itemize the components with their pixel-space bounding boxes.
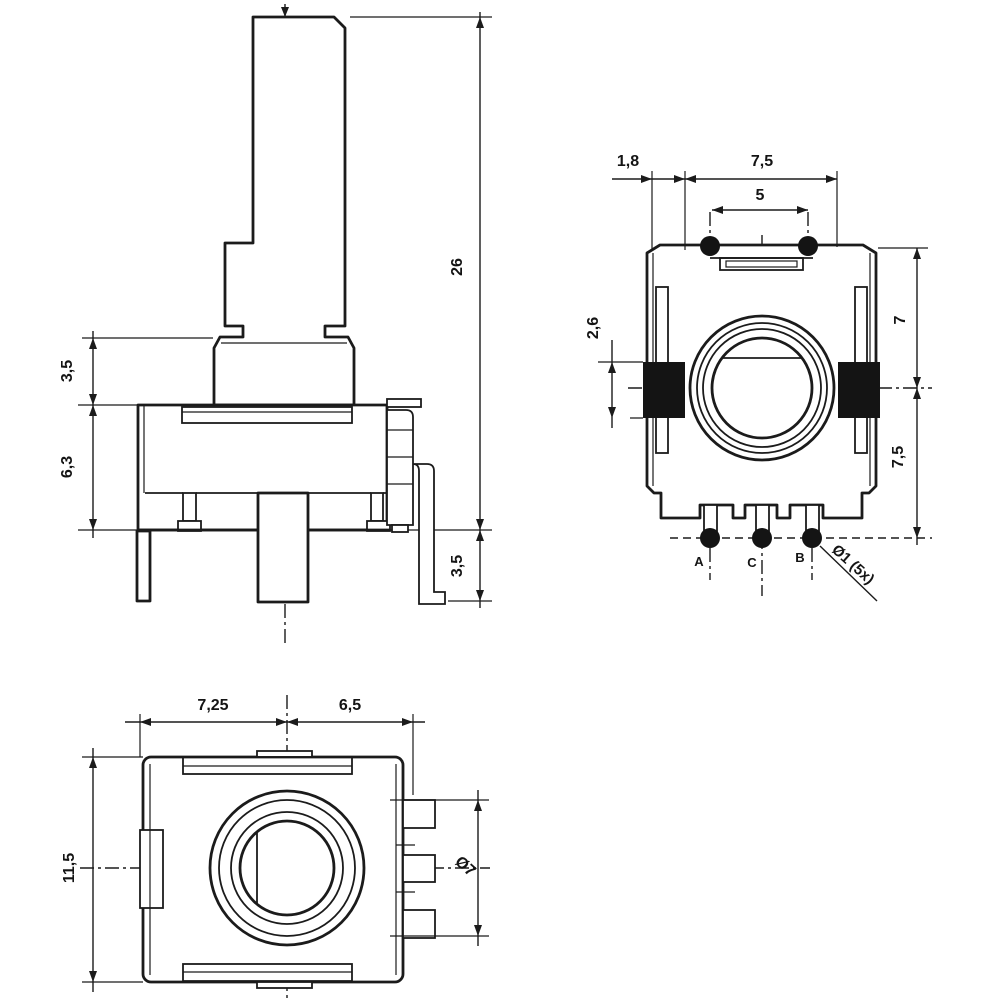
mount-pin-right <box>798 236 818 256</box>
recess-outer <box>719 257 804 271</box>
recess-inner <box>725 260 798 268</box>
mount-pin-left <box>700 236 720 256</box>
right-black-tab <box>838 362 880 418</box>
arrow <box>287 718 298 726</box>
arrow <box>712 206 723 214</box>
arrow <box>797 206 808 214</box>
left-leg <box>182 492 197 522</box>
dim-side-tab-height: 2,6 <box>585 317 602 339</box>
terminal-dia-leader <box>819 545 878 602</box>
bushing-ring-2 <box>230 811 344 925</box>
right-terminal-top <box>402 799 436 829</box>
arrow <box>641 175 652 183</box>
arrow <box>89 971 97 982</box>
flange-plate <box>181 406 353 424</box>
top-center-tab <box>256 750 313 758</box>
dim-edge-offset: 1,8 <box>617 153 639 170</box>
shaft-hole <box>710 336 814 440</box>
right-terminal-middle <box>402 854 436 883</box>
arrow <box>476 519 484 530</box>
terminal-label-c: C <box>747 555 757 570</box>
terminal-pin-b <box>802 528 822 548</box>
terminal-pin-a <box>700 528 720 548</box>
arrow <box>476 17 484 28</box>
terminal-steps <box>396 844 415 893</box>
bushing-ring-2 <box>702 328 822 448</box>
ext-lines-dia <box>390 799 489 937</box>
right-terminal-bottom <box>402 909 436 939</box>
terminal-label-b: B <box>795 550 804 565</box>
left-pin <box>135 529 152 603</box>
arrow <box>913 377 921 388</box>
arrow <box>474 800 482 811</box>
top-body-outline <box>645 243 878 520</box>
arrow <box>89 519 97 530</box>
arrow <box>476 530 484 541</box>
bushing-outer-circle <box>688 314 836 462</box>
dim-lower-half: 7,5 <box>890 446 907 468</box>
dim-mount-pin-pitch: 5 <box>756 187 765 204</box>
shaft-and-collar-outline <box>212 15 356 407</box>
mounting-bracket <box>412 463 446 605</box>
dim-collar-height: 3,5 <box>59 360 76 382</box>
side-tab-foot <box>391 524 409 533</box>
mount-pin-centerlines <box>709 212 809 292</box>
dim-total-height: 26 <box>449 258 466 276</box>
terminal-dia-note: Ø1 (5x) <box>828 541 877 588</box>
bushing-ring <box>218 799 356 937</box>
arrow <box>89 338 97 349</box>
ext-lines-left <box>82 756 143 983</box>
side-tab-divisions <box>387 429 413 485</box>
arrow <box>89 405 97 416</box>
arrow <box>685 175 696 183</box>
terminal-pin-c <box>752 528 772 548</box>
center-shaft-pin <box>256 491 310 604</box>
ext-lines-tab <box>598 361 643 419</box>
arrow <box>276 718 287 726</box>
arrow <box>608 362 616 373</box>
dim-bushing-dia: Ø7 <box>451 853 478 880</box>
bushing-ring <box>696 322 828 454</box>
arrow <box>674 175 685 183</box>
arrow <box>913 248 921 259</box>
arrow <box>826 175 837 183</box>
side-tab-block <box>386 409 414 526</box>
dim-upper-half: 7 <box>892 315 909 324</box>
dim-body-height: 6,3 <box>59 456 76 478</box>
terminal-label-a: A <box>694 554 704 569</box>
bushing-outer-circle <box>208 789 366 947</box>
ext-lines-top <box>651 171 838 250</box>
arrow <box>402 718 413 726</box>
left-bump <box>139 829 164 909</box>
centerline-arrow <box>281 7 289 17</box>
arrow <box>89 757 97 768</box>
arrow <box>474 925 482 936</box>
dim-pin-protrusion: 3,5 <box>449 555 466 577</box>
bottom-center-tab <box>256 981 313 989</box>
right-leg <box>370 492 384 522</box>
side-view: 3,5 6,3 26 3,5 <box>59 4 492 645</box>
dim-width-right: 6,5 <box>339 697 361 714</box>
arrow <box>476 590 484 601</box>
bottom-view: 7,25 6,5 11,5 Ø7 <box>61 695 490 998</box>
arrow <box>608 407 616 418</box>
top-view: A C B Ø1 (5x) 1,8 7,5 5 2,6 7 7,5 <box>585 153 932 602</box>
dim-width-left: 7,25 <box>197 697 228 714</box>
ext-lines-top <box>139 714 414 795</box>
arrow <box>140 718 151 726</box>
arrow <box>913 527 921 538</box>
arrow <box>913 388 921 399</box>
arrow <box>89 394 97 405</box>
top-right-tab <box>386 398 422 408</box>
shaft-hole <box>238 819 336 917</box>
dim-mount-pin-span: 7,5 <box>751 153 773 170</box>
left-black-tab <box>643 362 685 418</box>
dim-body-height: 11,5 <box>61 853 78 883</box>
